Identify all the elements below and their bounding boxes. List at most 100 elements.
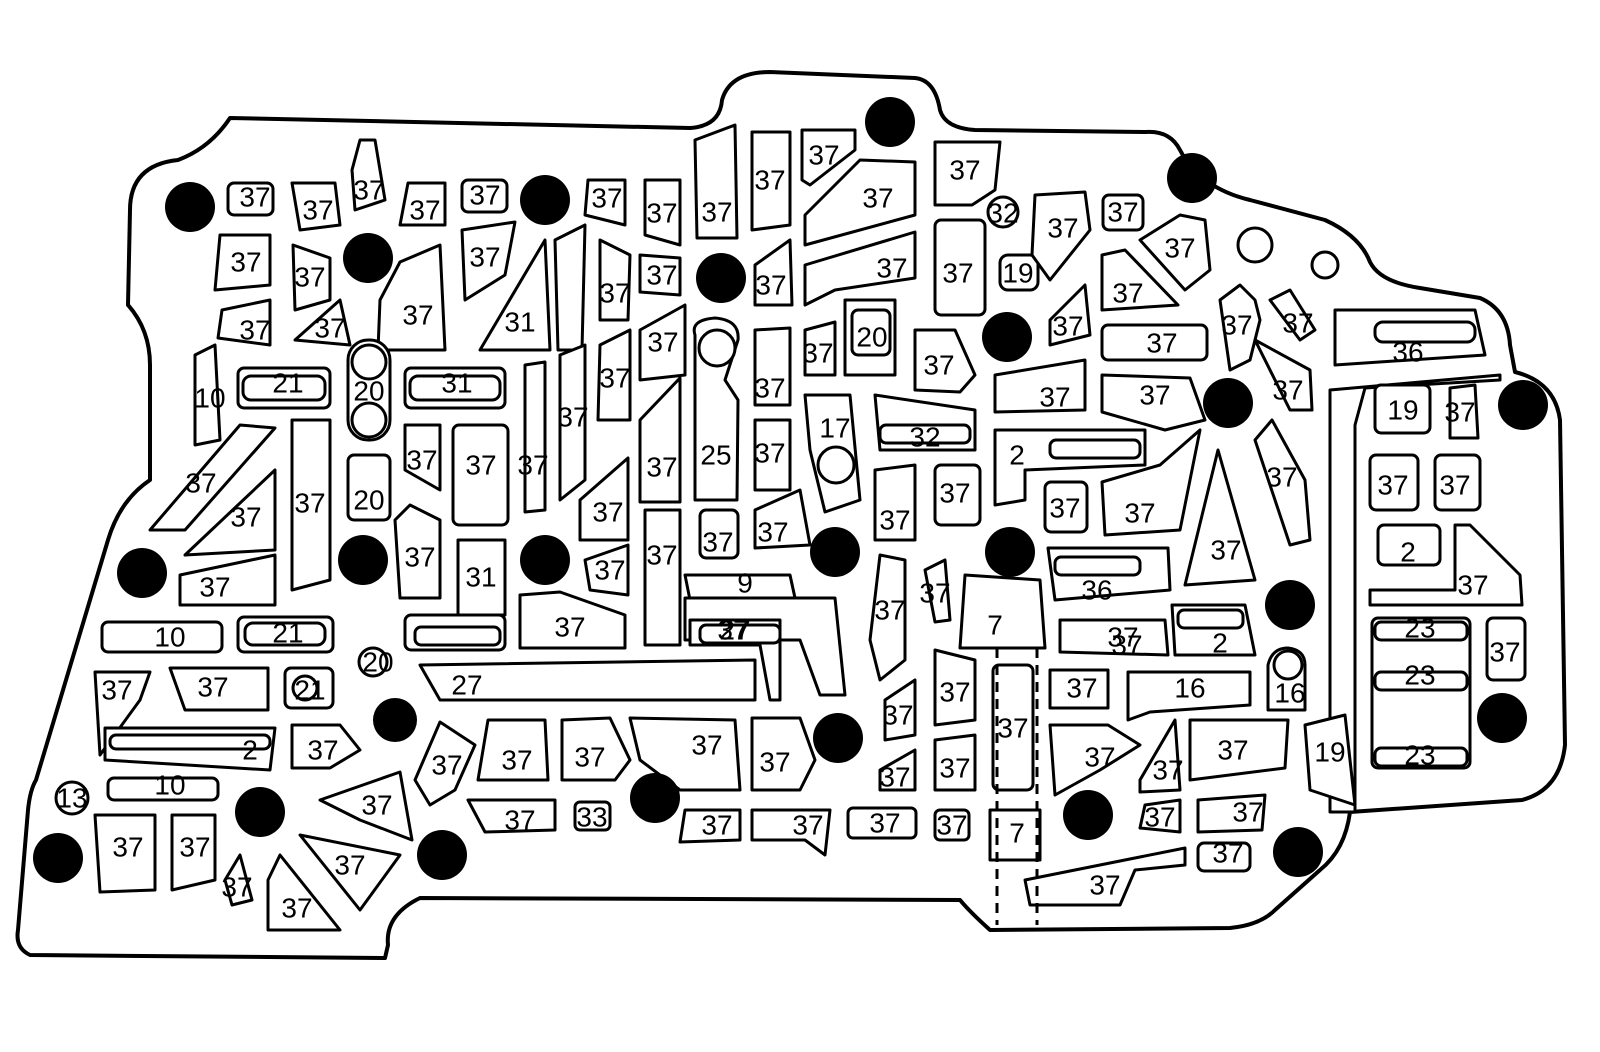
callout-label: 21 [272,368,303,399]
callout-label: 37 [501,745,532,776]
bolt-hole [520,175,570,225]
callout-label: 2 [242,735,258,766]
callout-label: 37 [754,373,785,404]
callout-label: 37 [1107,622,1138,653]
callout-label: 37 [879,762,910,793]
callout-label: 37 [431,750,462,781]
callout-labels: 37 37 37 37 37 37 37 37 37 37 37 37 37 3… [56,140,1520,924]
callout-label: 37 [701,197,732,228]
callout-label: 31 [465,562,496,593]
callout-label: 37 [1111,630,1142,661]
bolt-hole [1063,790,1113,840]
callout-label: 13 [56,783,87,814]
callout-label: 37 [1217,735,1248,766]
callout-label: 20 [362,647,393,678]
bolt-hole [417,830,467,880]
callout-label: 37 [1152,755,1183,786]
callout-label: 37 [314,313,345,344]
callout-label: 19 [1002,258,1033,289]
callout-label: 37 [465,450,496,481]
callout-label: 37 [409,195,440,226]
callout-label: 37 [949,155,980,186]
bolt-hole [630,773,680,823]
bolt-hole [520,535,570,585]
callout-label: 37 [294,488,325,519]
callout-label: 37 [230,502,261,533]
callout-label: 37 [862,183,893,214]
bolt-hole [165,182,215,232]
callout-label: 37 [755,270,786,301]
callout-label: 37 [281,893,312,924]
callout-label: 37 [1039,382,1070,413]
callout-label: 37 [792,810,823,841]
bolt-hole [1265,580,1315,630]
callout-label: 37 [353,175,384,206]
callout-label: 16 [1274,678,1305,709]
callout-label: 37 [874,595,905,626]
callout-label: 37 [939,677,970,708]
callout-label: 37 [557,402,588,433]
callout-label: 37 [1212,838,1243,869]
bolt-hole [373,698,417,742]
callout-label: 37 [1144,802,1175,833]
bolt-hole [1203,378,1253,428]
callout-label: 37 [101,675,132,706]
callout-label: 21 [294,675,325,706]
callout-label: 25 [700,440,731,471]
callout-label: 32 [987,198,1018,229]
callout-label: 2 [1400,537,1416,568]
callout-label: 27 [451,670,482,701]
callout-label: 37 [1124,498,1155,529]
callout-label: 37 [1164,233,1195,264]
callout-label: 7 [1009,818,1025,849]
callout-label: 37 [239,182,270,213]
callout-label: 37 [879,505,910,536]
bolt-hole [343,233,393,283]
callout-label: 37 [702,527,733,558]
callout-label: 33 [576,802,607,833]
callout-label: 37 [221,872,252,903]
callout-label: 37 [717,615,748,646]
callout-label: 2 [1009,440,1025,471]
callout-label: 37 [404,542,435,573]
bolt-holes [33,97,1548,883]
callout-label: 36 [1081,575,1112,606]
callout-label: 37 [919,578,950,609]
callout-label: 27 [719,615,750,646]
callout-label: 31 [504,307,535,338]
callout-label: 17 [819,413,850,444]
callout-label: 37 [1489,637,1520,668]
callout-label: 37 [1089,870,1120,901]
callout-label: 37 [1066,673,1097,704]
callout-label: 37 [307,735,338,766]
bolt-hole [865,97,915,147]
callout-label: 37 [1049,493,1080,524]
callout-label: 37 [1439,470,1470,501]
callout-label: 37 [1444,397,1475,428]
bolt-hole [338,535,388,585]
callout-label: 37 [997,713,1028,744]
callout-label: 37 [402,300,433,331]
bolt-hole [813,713,863,763]
callout-label: 37 [876,253,907,284]
callout-label: 37 [406,445,437,476]
bolt-hole [1273,827,1323,877]
callout-label: 37 [1146,328,1177,359]
callout-label: 37 [1107,197,1138,228]
callout-label: 37 [504,805,535,836]
callout-label: 37 [591,183,622,214]
callout-label: 37 [646,540,677,571]
bolt-hole [982,312,1032,362]
callout-label: 37 [1139,380,1170,411]
callout-label: 37 [1377,470,1408,501]
callout-label: 37 [1084,742,1115,773]
callout-label: 37 [869,808,900,839]
bolt-hole [33,833,83,883]
callout-label: 23 [1404,660,1435,691]
callout-label: 10 [194,383,225,414]
callout-label: 37 [1232,797,1263,828]
callout-label: 37 [185,468,216,499]
bolt-hole [985,527,1035,577]
callout-label: 37 [701,810,732,841]
